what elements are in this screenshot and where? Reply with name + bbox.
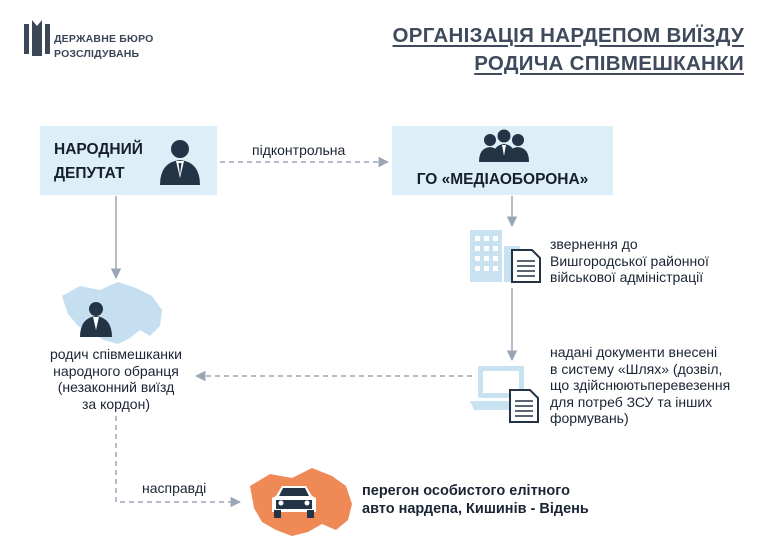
person-icon [80, 302, 112, 337]
appeal-text: звернення до Вишгородської районної війс… [550, 236, 709, 286]
car-text: перегон особистого елітного авто нардепа… [362, 482, 589, 518]
page-title: ОРГАНІЗАЦІЯ НАРДЕПОМ ВИЇЗДУ РОДИЧА СПІВМ… [393, 22, 744, 78]
documents-line1: надані документи внесені [550, 344, 718, 360]
title-line2: РОДИЧА СПІВМЕШКАНКИ [474, 52, 744, 75]
documents-line4: для потреб ЗСУ та інших [550, 393, 713, 410]
deputy-label-line1: НАРОДНИЙ [54, 141, 143, 158]
relative-line2: народного обранця [53, 362, 179, 379]
group-icon [479, 129, 529, 162]
arrow-actually [115, 416, 242, 508]
car-icon [272, 486, 316, 518]
car-line1: перегон особистого елітного [362, 483, 570, 499]
deputy-label-line2: ДЕПУТАТ [54, 165, 125, 182]
appeal-line1: звернення до [550, 236, 638, 252]
deputy-label: НАРОДНИЙ ДЕПУТАТ [54, 138, 143, 186]
documents-text: надані документи внесені в систему «Шлях… [550, 344, 730, 427]
edge-label-controlled: підконтрольна [252, 142, 346, 158]
org-label: ГО «МЕДІАОБОРОНА» [416, 171, 589, 188]
appeal-line2: Вишгородської районної [550, 252, 709, 269]
appeal-line3: військової адміністрації [550, 269, 704, 285]
org-name-line2: РОЗСЛІДУВАНЬ [54, 48, 140, 60]
ukraine-map-icon [62, 282, 162, 344]
documents-line3: що здійснюютьперевезення [550, 377, 731, 393]
relative-line3: (незаконний виїзд [57, 379, 175, 395]
document-icon [509, 389, 539, 423]
car-line2: авто нардепа, Кишинів - Відень [362, 501, 589, 517]
org-logo-text: ДЕРЖАВНЕ БЮРО РОЗСЛІДУВАНЬ [54, 32, 154, 62]
title-line1: ОРГАНІЗАЦІЯ НАРДЕПОМ ВИЇЗДУ [392, 24, 744, 47]
documents-line2: в систему «Шлях» (дозвіл, [550, 360, 723, 377]
edge-label-actually: насправді [142, 480, 207, 496]
org-name-line1: ДЕРЖАВНЕ БЮРО [54, 33, 154, 45]
dbr-emblem-icon [24, 20, 50, 56]
relative-text: родич співмешканки народного обранця (не… [20, 346, 212, 412]
documents-line5: формувань) [550, 410, 629, 426]
building-icon [470, 230, 520, 282]
person-icon [160, 140, 200, 185]
relative-line1: родич співмешканки [50, 346, 182, 362]
document-icon [511, 249, 541, 283]
relative-line4: за кордон) [82, 395, 150, 412]
